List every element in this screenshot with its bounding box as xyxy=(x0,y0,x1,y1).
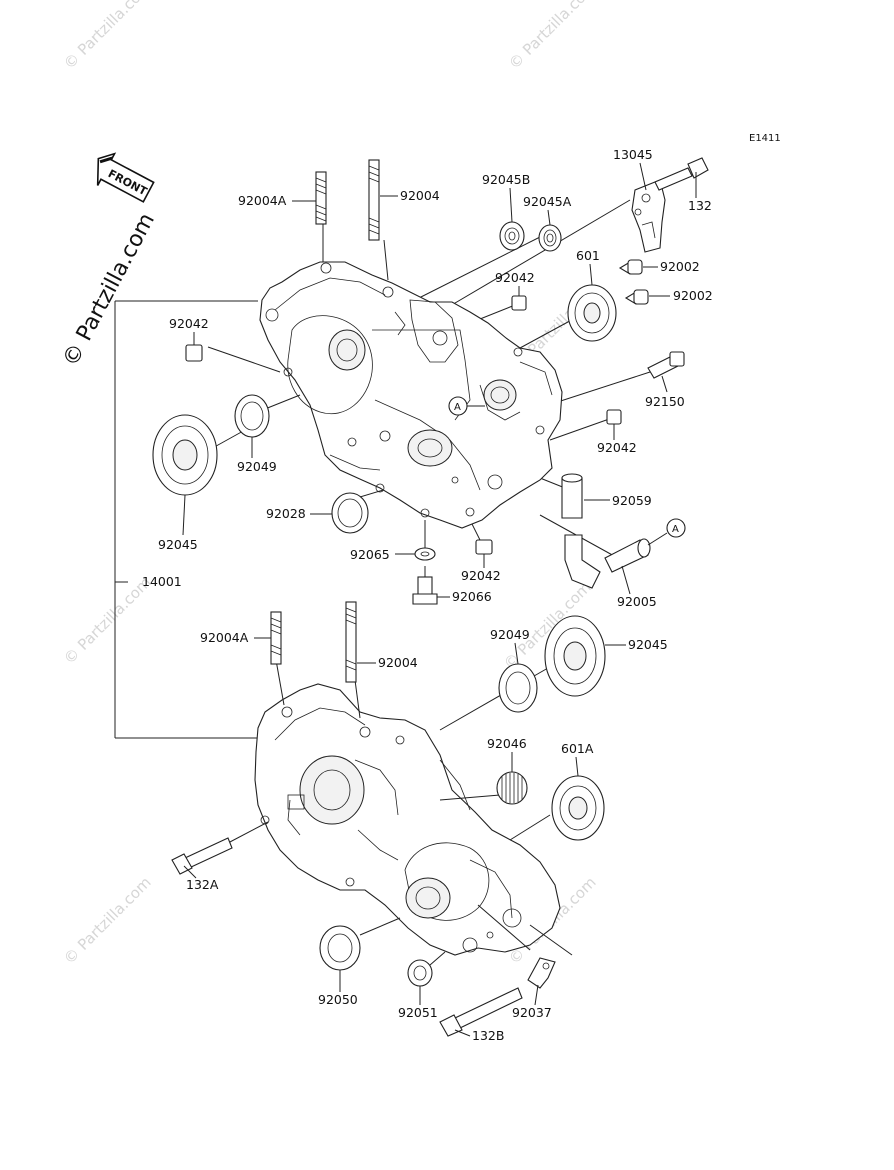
callout-marker: A xyxy=(454,402,461,413)
part-label: 92050 xyxy=(318,992,358,1007)
part-label: 92051 xyxy=(398,1005,438,1020)
partzilla-watermark: © Partzilla.com xyxy=(58,209,160,371)
dowel-pin-92042-l xyxy=(185,344,203,362)
watermark: © Partzilla.com xyxy=(60,873,155,968)
part-label: 132B xyxy=(472,1028,504,1043)
stud-92004a-top xyxy=(315,171,327,225)
clamp-92037 xyxy=(527,957,556,989)
part-label: 14001 xyxy=(142,574,182,589)
part-label: 92037 xyxy=(512,1005,552,1020)
screw-92002-b xyxy=(624,289,649,305)
part-label: 601 xyxy=(576,248,600,263)
part-label: 92004 xyxy=(378,655,418,670)
part-label: 92004 xyxy=(400,188,440,203)
dowel-pin-92042-r2 xyxy=(606,409,622,425)
bolt-132 xyxy=(654,157,709,191)
oil-seal-92051 xyxy=(407,959,433,987)
watermark: © Partzilla.com xyxy=(60,0,155,73)
needle-bearing-92046 xyxy=(496,771,528,805)
sleeve-92028 xyxy=(331,492,369,534)
part-label: 13045 xyxy=(613,147,653,162)
bearing-601 xyxy=(567,284,617,342)
bearing-92045b xyxy=(499,221,525,251)
oil-seal-92049-bottom xyxy=(498,663,538,713)
screw-92002-a xyxy=(618,259,643,275)
part-label: 601A xyxy=(561,741,594,756)
part-label: 92042 xyxy=(597,440,637,455)
fitting-92005 xyxy=(604,538,651,573)
part-label: 92049 xyxy=(490,627,530,642)
bearing-92045-left xyxy=(152,414,218,496)
part-label: 92028 xyxy=(266,506,306,521)
part-label: 92042 xyxy=(169,316,209,331)
part-label: 92042 xyxy=(461,568,501,583)
part-label: 92045B xyxy=(482,172,530,187)
callout-a-upper: A xyxy=(448,396,485,416)
part-label: 92042 xyxy=(495,270,535,285)
part-label: 92004A xyxy=(238,193,287,208)
upper-crankcase-half xyxy=(259,261,563,529)
bearing-92045-right xyxy=(544,615,606,697)
stud-92004-bottom xyxy=(345,601,357,683)
bracket-13045 xyxy=(631,179,666,253)
part-label: 92002 xyxy=(673,288,713,303)
drain-plug-92066 xyxy=(412,576,438,605)
part-label: 92004A xyxy=(200,630,249,645)
part-label: 92045 xyxy=(158,537,198,552)
part-label: 92045A xyxy=(523,194,572,209)
stud-92004-top xyxy=(368,159,380,241)
bearing-92045a xyxy=(538,224,562,252)
dowel-pin-92042-r1 xyxy=(511,295,527,311)
watermark: © Partzilla.com xyxy=(505,0,600,73)
bearing-601a xyxy=(551,775,605,841)
callout-marker: A xyxy=(672,524,679,535)
diagram-code: E1411 xyxy=(749,133,781,144)
part-label: 92065 xyxy=(350,547,390,562)
hose-92059 xyxy=(561,473,601,589)
fitting-92150 xyxy=(647,351,685,379)
part-label: 92066 xyxy=(452,589,492,604)
front-arrow-icon: FRONT xyxy=(96,152,155,203)
part-label: 92049 xyxy=(237,459,277,474)
part-label: 132A xyxy=(186,877,219,892)
oil-seal-92049-top xyxy=(234,394,270,438)
stud-92004a-bottom xyxy=(270,611,282,665)
callout-a-lower: A xyxy=(647,518,686,546)
part-labels: 92004A 92004 92045B 92045A 13045 132 920… xyxy=(142,147,713,1043)
part-label: 92150 xyxy=(645,394,685,409)
leader-lines-lower xyxy=(227,659,573,966)
part-label: 92005 xyxy=(617,594,657,609)
bolt-132a xyxy=(171,837,233,875)
part-label: 132 xyxy=(688,198,712,213)
dowel-pin-92042-bottom xyxy=(475,539,493,555)
oil-seal-92050 xyxy=(319,925,361,971)
part-label: 92046 xyxy=(487,736,527,751)
part-label: 92002 xyxy=(660,259,700,274)
lower-crankcase-half xyxy=(254,683,561,956)
part-label: 92045 xyxy=(628,637,668,652)
watermark: © Partzilla.com xyxy=(60,573,155,668)
part-label: 92059 xyxy=(612,493,652,508)
washer-92065 xyxy=(414,547,436,561)
